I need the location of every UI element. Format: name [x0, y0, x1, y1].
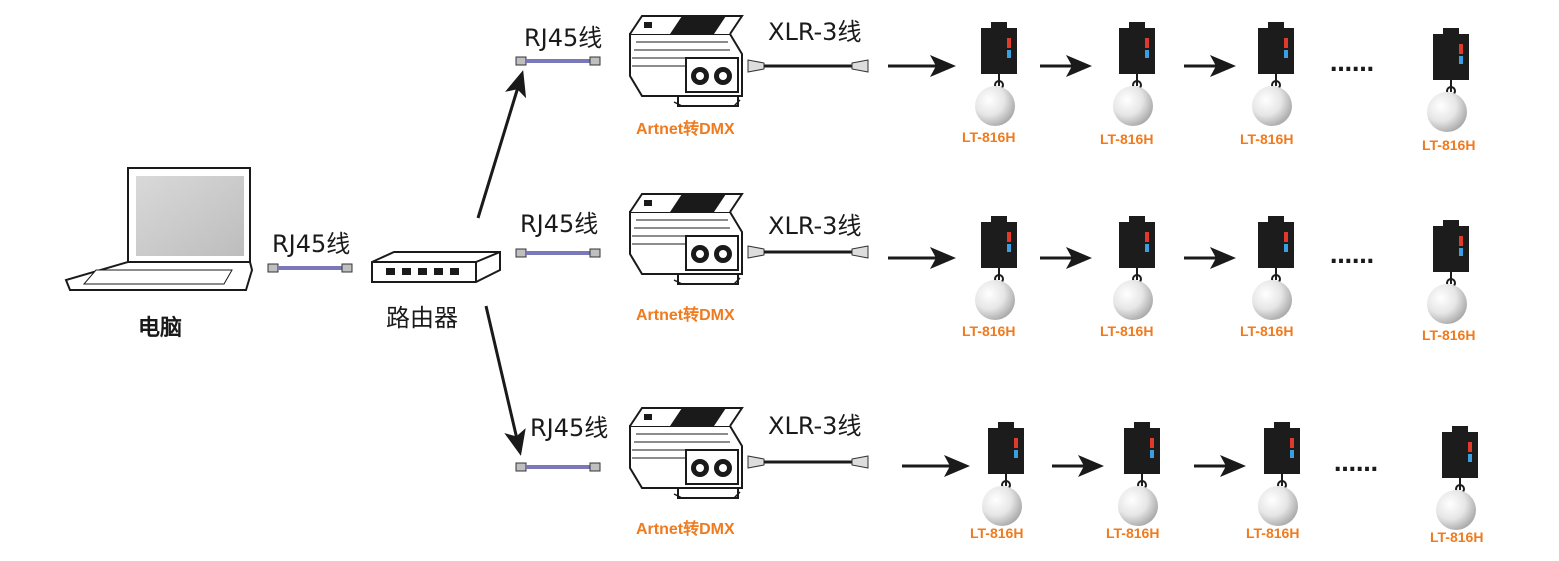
- lamp-label: LT-816H: [1430, 529, 1484, 545]
- xlr-cable-icon: [746, 454, 870, 470]
- lamp-label: LT-816H: [962, 129, 1016, 145]
- branch-3: [514, 407, 1479, 531]
- hanging-lamp-icon: [1435, 425, 1479, 531]
- xlr-label: XLR-3线: [768, 412, 862, 440]
- hanging-lamp-icon: [1426, 219, 1470, 325]
- xlr-cable-icon: [746, 58, 870, 74]
- xlr-label: XLR-3线: [768, 18, 862, 46]
- xlr-label: XLR-3线: [768, 212, 862, 240]
- hanging-lamp-icon: [1251, 21, 1295, 127]
- hanging-lamp-icon: [1112, 215, 1156, 321]
- hanging-lamp-icon: [974, 215, 1018, 321]
- branch-arrow-bottom: [484, 305, 526, 456]
- branch-2: [514, 193, 1470, 325]
- lamp-label: LT-816H: [1100, 131, 1154, 147]
- computer-label: 电脑: [138, 316, 183, 341]
- rj45-label: RJ45线: [520, 210, 599, 238]
- rj45-label: RJ45线: [524, 24, 603, 52]
- main-rj45-label: RJ45线: [272, 230, 351, 258]
- hanging-lamp-icon: [1426, 27, 1470, 133]
- lamp-label: LT-816H: [1422, 327, 1476, 343]
- converter-label: Artnet转DMX: [636, 121, 735, 138]
- hanging-lamp-icon: [981, 421, 1025, 527]
- lamp-label: LT-816H: [1246, 525, 1300, 541]
- lamp-label: LT-816H: [1240, 131, 1294, 147]
- hanging-lamp-icon: [1117, 421, 1161, 527]
- converter-label: Artnet转DMX: [636, 307, 735, 324]
- ellipsis: ……: [1330, 244, 1374, 269]
- router-label: 路由器: [386, 304, 458, 332]
- lamp-label: LT-816H: [962, 323, 1016, 339]
- converter-label: Artnet转DMX: [636, 521, 735, 538]
- router-icon: [371, 251, 501, 283]
- branch-1: [514, 15, 1470, 133]
- branch-arrow-top: [476, 70, 527, 219]
- lamp-label: LT-816H: [970, 525, 1024, 541]
- hanging-lamp-icon: [1251, 215, 1295, 321]
- rj45-cable-icon: [266, 262, 354, 274]
- hanging-lamp-icon: [974, 21, 1018, 127]
- lamp-label: LT-816H: [1106, 525, 1160, 541]
- laptop-icon: [64, 167, 254, 291]
- xlr-cable-icon: [746, 244, 870, 260]
- rj45-cable-icon: [514, 461, 602, 473]
- ellipsis: ……: [1330, 52, 1374, 77]
- converter-icon: [629, 15, 743, 107]
- hanging-lamp-icon: [1112, 21, 1156, 127]
- ellipsis: ……: [1334, 452, 1378, 477]
- lamp-label: LT-816H: [1240, 323, 1294, 339]
- rj45-cable-icon: [514, 55, 602, 67]
- hanging-lamp-icon: [1257, 421, 1301, 527]
- rj45-cable-icon: [514, 247, 602, 259]
- lamp-label: LT-816H: [1100, 323, 1154, 339]
- converter-icon: [629, 407, 743, 499]
- rj45-label: RJ45线: [530, 414, 609, 442]
- lamp-label: LT-816H: [1422, 137, 1476, 153]
- converter-icon: [629, 193, 743, 285]
